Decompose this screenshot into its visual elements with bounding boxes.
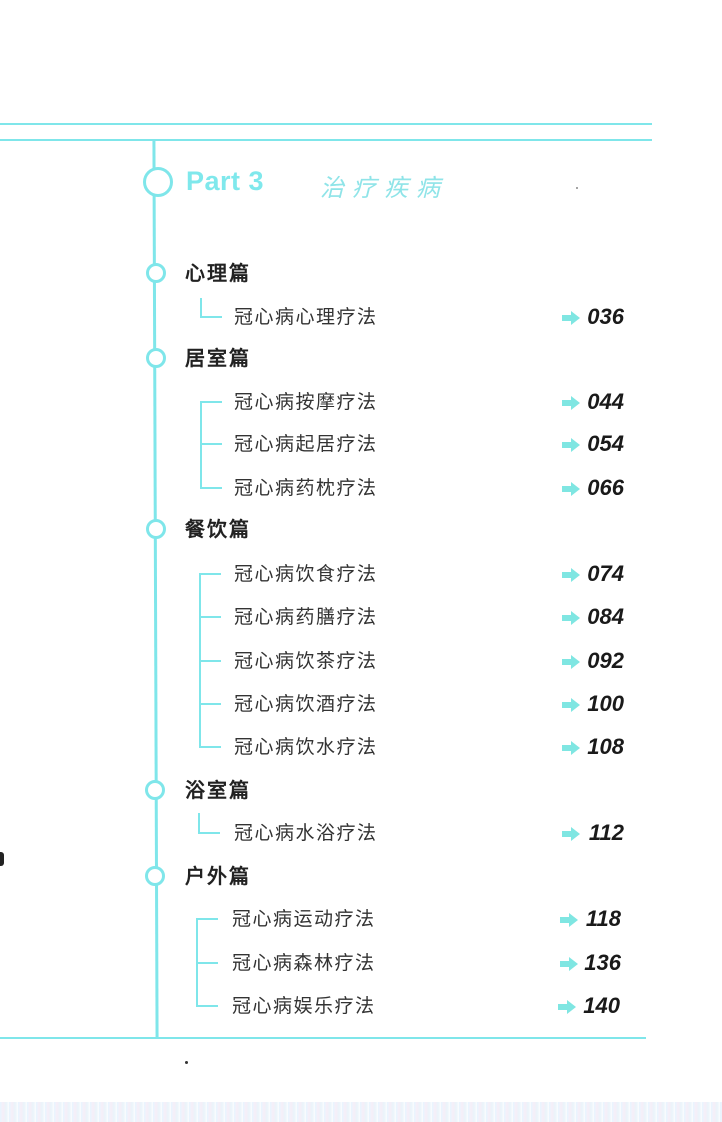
page-number[interactable]: 054 — [587, 431, 624, 456]
scan-speck — [576, 187, 578, 189]
tree-branch — [199, 616, 221, 618]
tree-connector — [199, 573, 201, 746]
tree-branch — [198, 832, 220, 834]
tree-branch — [200, 443, 222, 445]
arrow-right-icon — [562, 568, 580, 582]
page-number[interactable]: 084 — [587, 604, 624, 629]
page-number[interactable]: 100 — [587, 691, 624, 716]
arrow-right-icon — [562, 438, 580, 452]
scan-edge-strip — [0, 1102, 722, 1122]
toc-item[interactable]: 冠心病饮水疗法 — [234, 736, 378, 758]
section-title: 心理篇 — [185, 261, 251, 285]
toc-item[interactable]: 冠心病按摩疗法 — [234, 391, 378, 413]
arrow-right-icon — [558, 1000, 576, 1014]
tree-branch — [199, 746, 221, 748]
page-number[interactable]: 108 — [587, 734, 624, 759]
page-number[interactable]: 140 — [583, 993, 620, 1018]
page-number[interactable]: 074 — [587, 561, 624, 586]
tree-connector — [196, 918, 198, 1005]
top-rule-upper — [0, 123, 652, 125]
arrow-right-icon — [560, 957, 578, 971]
section-title: 居室篇 — [185, 346, 251, 370]
part-number: Part 3 — [186, 166, 265, 196]
top-rule-lower — [0, 139, 652, 141]
tree-branch — [199, 703, 221, 705]
tree-branch — [199, 573, 221, 575]
toc-item[interactable]: 冠心病娱乐疗法 — [232, 995, 376, 1017]
toc-item[interactable]: 冠心病饮食疗法 — [234, 563, 378, 585]
tree-branch — [200, 316, 222, 318]
toc-item[interactable]: 冠心病森林疗法 — [232, 952, 376, 974]
toc-item[interactable]: 冠心病药枕疗法 — [234, 477, 378, 499]
page-number[interactable]: 036 — [587, 304, 624, 329]
toc-item[interactable]: 冠心病饮茶疗法 — [234, 650, 378, 672]
page-number[interactable]: 066 — [587, 475, 624, 500]
bottom-rule — [0, 1037, 646, 1039]
section-circle-marker-icon — [146, 519, 166, 539]
toc-item[interactable]: 冠心病心理疗法 — [234, 306, 378, 328]
page-number[interactable]: 112 — [588, 820, 624, 845]
section-circle-marker-icon — [146, 263, 166, 283]
toc-item[interactable]: 冠心病运动疗法 — [232, 908, 376, 930]
section-circle-marker-icon — [145, 780, 165, 800]
section-title: 餐饮篇 — [185, 517, 251, 541]
arrow-right-icon — [562, 311, 580, 325]
section-circle-marker-icon — [146, 348, 166, 368]
arrow-right-icon — [560, 913, 578, 927]
scan-speck — [185, 1061, 188, 1064]
arrow-right-icon — [562, 741, 580, 755]
section-circle-marker-icon — [145, 866, 165, 886]
section-title: 浴室篇 — [185, 778, 251, 802]
part-title: 治疗疾病 — [320, 174, 448, 202]
tree-connector — [200, 298, 202, 318]
page-edge-mark — [0, 852, 4, 866]
page-number[interactable]: 136 — [584, 950, 621, 975]
toc-item[interactable]: 冠心病水浴疗法 — [234, 822, 378, 844]
toc-item[interactable]: 冠心病饮酒疗法 — [234, 693, 378, 715]
page-number[interactable]: 118 — [585, 906, 621, 931]
tree-branch — [200, 401, 222, 403]
section-title: 户外篇 — [185, 864, 251, 888]
tree-connector — [198, 813, 200, 833]
tree-branch — [196, 918, 218, 920]
toc-item[interactable]: 冠心病起居疗法 — [234, 433, 378, 455]
tree-branch — [200, 487, 222, 489]
arrow-right-icon — [562, 698, 580, 712]
arrow-right-icon — [562, 827, 580, 841]
tree-branch — [196, 962, 218, 964]
tree-branch — [196, 1005, 218, 1007]
page-number[interactable]: 044 — [587, 389, 624, 414]
tree-branch — [199, 660, 221, 662]
arrow-right-icon — [562, 482, 580, 496]
arrow-right-icon — [562, 396, 580, 410]
arrow-right-icon — [562, 655, 580, 669]
arrow-right-icon — [562, 611, 580, 625]
page-number[interactable]: 092 — [587, 648, 624, 673]
part-circle-marker-icon — [143, 167, 173, 197]
toc-item[interactable]: 冠心病药膳疗法 — [234, 606, 378, 628]
